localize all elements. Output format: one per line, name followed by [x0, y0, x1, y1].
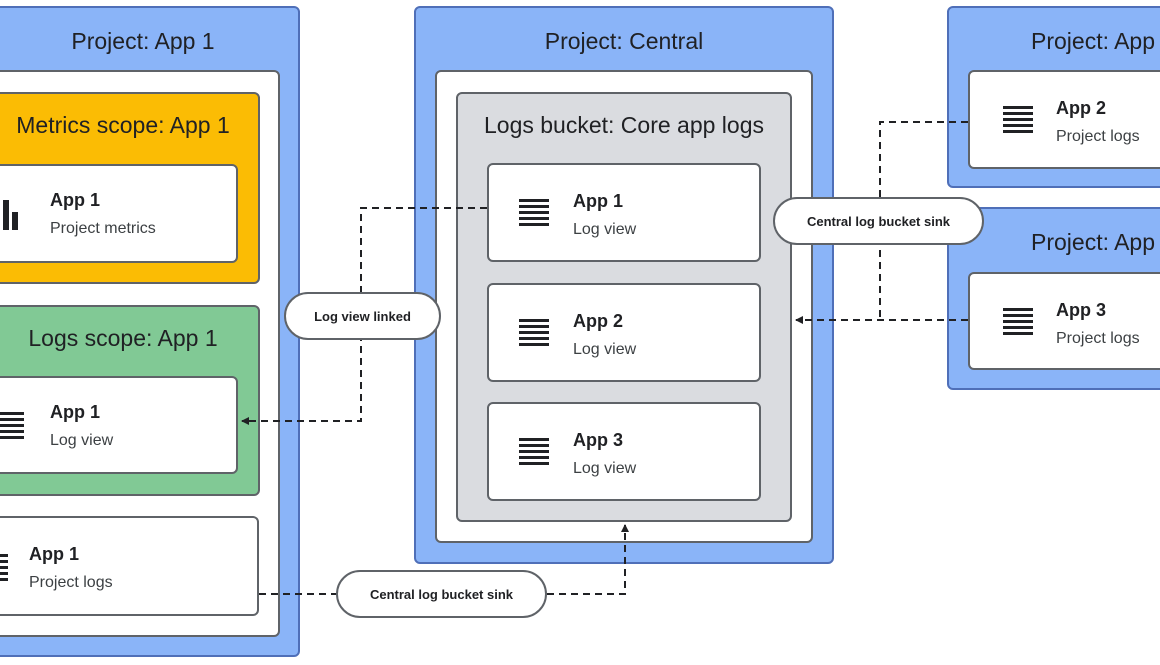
card-bucket-app3: App 3 Log view	[487, 402, 761, 501]
card-subtitle: Log view	[50, 432, 114, 449]
card-title: App 2	[573, 311, 624, 331]
card-subtitle: Log view	[573, 221, 637, 238]
project-central-title: Project: Central	[544, 28, 704, 54]
card-title: App 1	[573, 191, 624, 211]
card-project-logs-app2: App 2 Project logs	[968, 70, 1160, 169]
card-title: App 2	[1056, 98, 1107, 118]
card-title: App 3	[1056, 300, 1107, 320]
card-project-logs-app1: App 1 Project logs	[0, 516, 259, 616]
card-subtitle: Log view	[573, 460, 637, 477]
card-title: App 1	[50, 402, 101, 422]
label-central-log-bucket-sink-right: Central log bucket sink	[773, 197, 984, 245]
card-title: App 1	[29, 544, 80, 564]
bar-chart-icon	[3, 200, 18, 230]
sink-app2-line	[879, 121, 968, 320]
card-subtitle: Project logs	[1056, 330, 1140, 347]
card-subtitle: Project logs	[1056, 128, 1140, 145]
log-lines-icon	[519, 438, 549, 465]
log-lines-icon	[519, 199, 549, 226]
card-subtitle: Project metrics	[50, 220, 156, 237]
card-metrics-app1: App 1 Project metrics	[0, 164, 238, 263]
project-app2-title: Project: App	[1031, 28, 1156, 54]
card-subtitle: Project logs	[29, 574, 113, 591]
log-lines-icon	[1003, 106, 1033, 133]
log-lines-icon	[519, 319, 549, 346]
log-lines-icon	[1003, 308, 1033, 335]
log-lines-icon	[0, 412, 24, 439]
card-logs-app1: App 1 Log view	[0, 376, 238, 474]
project-app3-title: Project: App	[1031, 229, 1156, 255]
metrics-scope-title: Metrics scope: App 1	[16, 112, 230, 138]
card-project-logs-app3: App 3 Project logs	[968, 272, 1160, 370]
log-lines-icon	[0, 554, 8, 581]
card-title: App 3	[573, 430, 624, 450]
logs-bucket-title: Logs bucket: Core app logs	[483, 112, 764, 138]
label-log-view-linked: Log view linked	[284, 292, 441, 340]
card-title: App 1	[50, 190, 101, 210]
card-bucket-app2: App 2 Log view	[487, 283, 761, 382]
label-central-log-bucket-sink-bottom: Central log bucket sink	[336, 570, 547, 618]
logs-scope-title: Logs scope: App 1	[28, 325, 218, 351]
card-bucket-app1: App 1 Log view	[487, 163, 761, 262]
card-subtitle: Log view	[573, 341, 637, 358]
project-app1-title: Project: App 1	[71, 28, 215, 54]
